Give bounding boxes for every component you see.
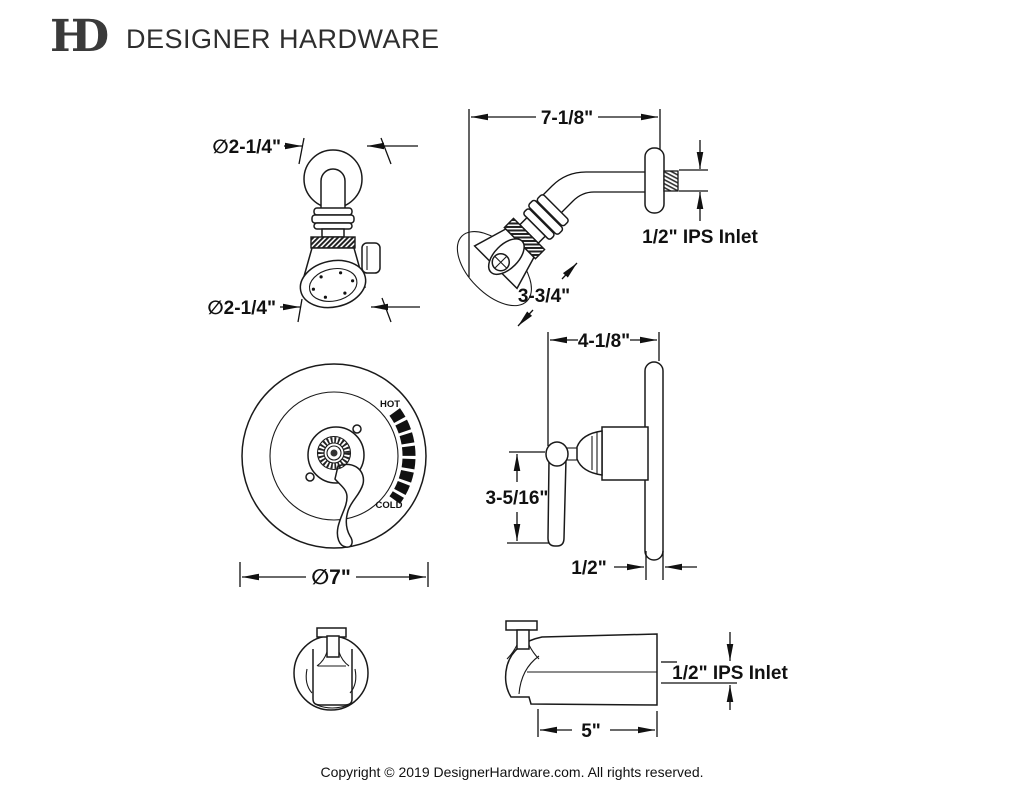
- copyright-notice: Copyright © 2019 DesignerHardware.com. A…: [320, 764, 704, 780]
- showerhead-front-view: ∅2-1/4" ∅2-1/4": [207, 137, 420, 323]
- diverter-cap-side: [505, 620, 538, 631]
- wall-flange-side: [644, 147, 665, 214]
- monogram-letter-d: D: [71, 11, 110, 62]
- monogram-letter-h: H: [50, 11, 92, 62]
- dim-handle-length: 3-5/16": [486, 488, 549, 509]
- tub-spout-front-view: [293, 627, 369, 711]
- screw-hole: [352, 424, 362, 434]
- label-spout-inlet: 1/2" IPS Inlet: [672, 663, 788, 684]
- dim-arm-width: 7-1/8": [541, 108, 593, 129]
- dim-spout-length: 5": [581, 721, 601, 742]
- threaded-inlet: [663, 170, 679, 192]
- showerhead-side-head: [456, 194, 569, 307]
- dim-trim-plate-diameter: ∅7": [311, 566, 351, 589]
- brand-name: DESIGNER HARDWARE: [126, 23, 440, 54]
- dim-valve-width: 4-1/8": [578, 331, 630, 352]
- spray-face: [299, 259, 367, 309]
- lever-handle-front: [334, 463, 365, 548]
- label-showerarm-inlet: 1/2" IPS Inlet: [642, 227, 758, 248]
- screw-hole: [305, 472, 315, 482]
- showerhead-side-view: 7-1/8" 3-3/4" 1/2" IPS Inlet: [456, 108, 758, 327]
- dim-plate-thickness: 1/2": [571, 558, 606, 579]
- tub-spout-side-view: 5" 1/2" IPS Inlet: [504, 620, 788, 742]
- lever-handle-side: [547, 458, 567, 547]
- dim-showerhead-face-diameter: ∅2-1/4": [207, 298, 276, 319]
- dim-head-length: 3-3/4": [518, 286, 570, 307]
- valve-trim-front-view: HOT COLD ∅7": [239, 363, 429, 589]
- knurled-ring: [310, 236, 356, 249]
- diverter-knob-front: [361, 242, 381, 274]
- dim-showerhead-flange-diameter: ∅2-1/4": [212, 137, 281, 158]
- valve-trim-side-view: 4-1/8" 3-5/16" 1/2": [486, 331, 697, 580]
- label-hot: HOT: [380, 399, 400, 410]
- temperature-indicator-arc: [389, 408, 416, 504]
- label-cold: COLD: [376, 500, 403, 511]
- brand-header: H D DESIGNER HARDWARE: [50, 8, 440, 66]
- knurled-hub: [318, 437, 350, 469]
- brand-logo-monogram: H D: [50, 8, 112, 66]
